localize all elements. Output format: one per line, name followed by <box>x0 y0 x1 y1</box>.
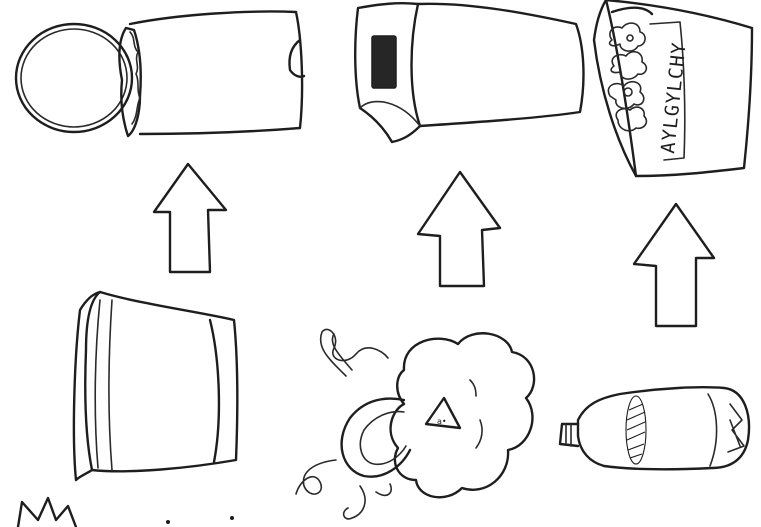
pot-lid <box>16 24 132 132</box>
tub-rim-inner <box>95 300 100 468</box>
box-lettering: AYLGYLCHY <box>657 41 691 155</box>
bag-mark-1 <box>470 380 476 396</box>
tote-bag-odour: a• <box>296 329 534 519</box>
lampshade-cup <box>355 3 583 142</box>
popcorn-box: AYLGYLCHY <box>594 0 752 176</box>
plastic-tub <box>74 292 237 480</box>
arrow-tub-to-pot <box>154 164 226 272</box>
bottle-body <box>578 387 749 469</box>
warning-mark: a• <box>437 417 447 426</box>
dot-1 <box>166 520 170 524</box>
bag-handle-inner <box>360 412 406 465</box>
bottle-cap-ridges <box>566 424 571 446</box>
lampshade-edge <box>412 4 421 126</box>
plastic-bottle <box>560 387 749 469</box>
box-flap <box>612 8 652 14</box>
odour-wave-3 <box>296 460 336 494</box>
arrow-bottle-to-box <box>634 204 714 326</box>
lampshade-window <box>372 36 396 88</box>
tub-line-top <box>109 300 112 470</box>
pot-lid-rim <box>21 29 127 127</box>
pot-body <box>130 12 302 135</box>
partial-doodle <box>18 498 76 527</box>
bottle-base-ring <box>708 394 717 466</box>
bottle-label <box>626 396 646 464</box>
bottle-cap <box>560 424 578 446</box>
bag-cloud <box>391 333 534 497</box>
odour-wave-5 <box>376 484 391 495</box>
tub-band <box>210 320 219 462</box>
bottle-star <box>728 404 744 452</box>
bag-mark-2 <box>476 420 482 448</box>
odour-wave-1 <box>321 329 388 376</box>
arrow-bag-to-lampshade <box>418 172 500 286</box>
bottle-label-hatching <box>627 404 645 458</box>
odour-wave-4 <box>344 486 365 519</box>
yogurt-pot-planter <box>16 12 304 137</box>
dot-2 <box>230 516 234 520</box>
box-fold <box>606 0 636 176</box>
